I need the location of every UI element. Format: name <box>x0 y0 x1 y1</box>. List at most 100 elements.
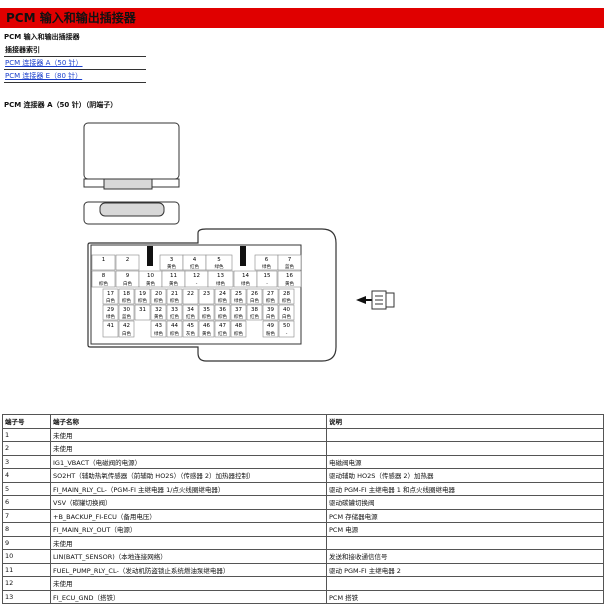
pin-color: 红色 <box>250 313 259 320</box>
pin-number: 25 <box>235 291 242 297</box>
table-header: 端子名称 <box>50 414 327 429</box>
table-cell: 7 <box>2 508 51 523</box>
pin-cell: 6绿色 <box>254 254 279 271</box>
pin-number: 3 <box>170 257 174 263</box>
table-cell: 未使用 <box>50 441 327 456</box>
table-cell: 11 <box>2 562 51 577</box>
pin-color: 黄色 <box>169 280 178 287</box>
table-cell: 发送和接收通信信号 <box>326 549 604 564</box>
pin-color: 白色 <box>106 297 115 304</box>
pin-color: 黄色 <box>285 280 294 287</box>
pin-number: 19 <box>139 291 146 297</box>
table-header: 端子号 <box>2 414 51 429</box>
pin-cell: 2 <box>115 254 140 271</box>
link-connector-a[interactable]: PCM 连接器 A（50 针） <box>5 59 83 67</box>
table-cell <box>326 535 604 550</box>
pin-number: 7 <box>288 257 292 263</box>
pin-cell: 15- <box>256 270 278 288</box>
pin-number: 37 <box>235 307 242 313</box>
pin-cell: 8棕色 <box>91 270 116 288</box>
pin-number: 12 <box>193 273 200 279</box>
pin-number: 4 <box>193 257 197 263</box>
table-cell: IG1_VBACT（电磁阀的电源） <box>50 454 327 469</box>
pin-color: 棕色 <box>122 297 131 304</box>
pin-number: 17 <box>107 291 114 297</box>
pin-number: 13 <box>217 273 224 279</box>
pin-number: 18 <box>123 291 130 297</box>
table-cell: 驱动辅助 HO2S（传感器 2）加热器 <box>326 468 604 483</box>
pin-color: 黄色 <box>167 263 176 270</box>
pin-color: 黄色 <box>202 330 211 337</box>
pin-color: 红色 <box>186 313 195 320</box>
pin-number: 16 <box>286 273 293 279</box>
pin-number: 10 <box>147 273 154 279</box>
pin-number: 45 <box>187 323 194 329</box>
table-cell: LIN(BATT_SENSOR)（本地连接网络） <box>50 549 327 564</box>
page-title: PCM 输入和输出插接器 <box>0 8 604 28</box>
table-cell: SO2HT（辅助热氧传感器（前辅助 HO2S）（传感器 2）加热器控制） <box>50 468 327 483</box>
pin-cell: 50- <box>278 320 295 338</box>
table-cell: 未使用 <box>50 427 327 442</box>
pin-color: 绿色 <box>154 330 163 337</box>
pin-color: 白色 <box>250 297 259 304</box>
table-cell: 13 <box>2 589 51 604</box>
pin-color: 棕色 <box>266 297 275 304</box>
pin-number: 41 <box>107 323 114 329</box>
pin-color: 绿色 <box>234 297 243 304</box>
pin-cell: 7蓝色 <box>277 254 302 271</box>
table-cell: 电磁阀电源 <box>326 454 604 469</box>
pin-cell: 23 <box>198 288 215 305</box>
pin-number: 39 <box>267 307 274 313</box>
table-cell: VSV（碳罐切换阀） <box>50 495 327 510</box>
pin-number: 35 <box>203 307 210 313</box>
table-cell: 驱动碳罐切换阀 <box>326 495 604 510</box>
table-cell: FI_ECU_GND（搭铁） <box>50 589 327 604</box>
pin-number: 9 <box>126 273 130 279</box>
pin-number: 21 <box>171 291 178 297</box>
pin-number: 40 <box>283 307 290 313</box>
pin-color: 白色 <box>123 280 132 287</box>
pin-color: 白色 <box>282 313 291 320</box>
connector-side-view <box>83 122 180 225</box>
pin-cell: 41 <box>102 320 119 338</box>
table-cell <box>326 576 604 591</box>
table-header: 说明 <box>326 414 604 429</box>
table-cell: FUEL_PUMP_RLY_CL-（发动机防盗锁止系统燃油泵继电器） <box>50 562 327 577</box>
pin-number: 6 <box>265 257 269 263</box>
table-cell: 2 <box>2 441 51 456</box>
pin-color: 灰色 <box>186 330 195 337</box>
pin-number: 30 <box>123 307 130 313</box>
pin-number: 32 <box>155 307 162 313</box>
pin-color: 棕色 <box>202 313 211 320</box>
pin-color: 棕色 <box>234 330 243 337</box>
pin-color: 棕色 <box>234 313 243 320</box>
pin-number: 46 <box>203 323 210 329</box>
pin-number: 15 <box>264 273 271 279</box>
table-cell: +B_BACKUP_FI-ECU（备用电压） <box>50 508 327 523</box>
pin-cell: 12- <box>184 270 209 288</box>
link-connector-e[interactable]: PCM 连接器 E（80 针） <box>5 72 83 80</box>
